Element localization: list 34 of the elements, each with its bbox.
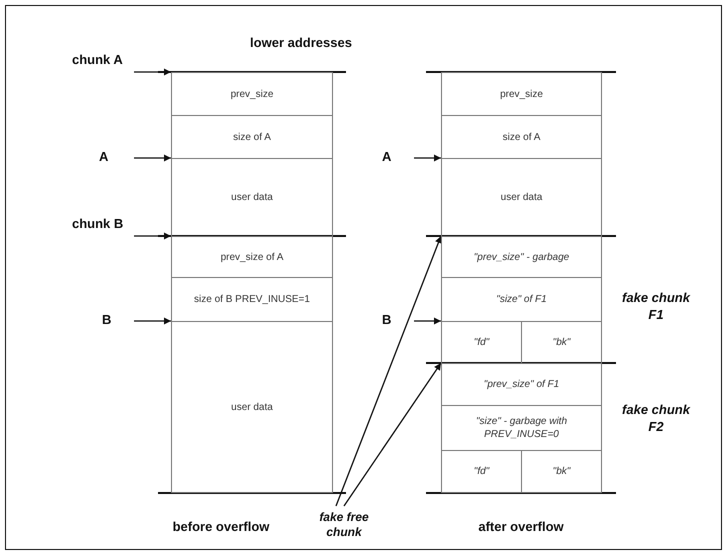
caption-text: lower addresses bbox=[249, 34, 353, 51]
arrow bbox=[335, 236, 442, 506]
memory-field: size of B PREV_INUSE=1 bbox=[171, 277, 333, 322]
memory-field: "prev_size" - garbage bbox=[441, 236, 602, 278]
memory-field: prev_size bbox=[171, 72, 333, 116]
memory-field: "fd" bbox=[441, 450, 522, 493]
arrow bbox=[343, 362, 442, 506]
caption-text: fake chunk F2 bbox=[621, 401, 692, 435]
memory-field: user data bbox=[441, 158, 602, 237]
pointer-label: chunk A bbox=[72, 52, 123, 67]
memory-field: user data bbox=[171, 158, 333, 237]
caption-text: after overflow bbox=[477, 518, 565, 535]
caption-text: fake chunk F1 bbox=[621, 289, 692, 323]
arrow bbox=[134, 154, 171, 162]
arrow bbox=[134, 318, 171, 324]
arrow bbox=[134, 232, 171, 240]
pointer-label: A bbox=[382, 149, 392, 164]
memory-field: prev_size bbox=[441, 72, 602, 116]
memory-field: "prev_size" of F1 bbox=[441, 363, 602, 406]
pointer-label: chunk B bbox=[72, 216, 124, 231]
arrow bbox=[134, 68, 171, 76]
caption-text: before overflow bbox=[172, 518, 270, 535]
memory-field: prev_size of A bbox=[171, 236, 333, 278]
memory-field: user data bbox=[171, 321, 333, 493]
arrow bbox=[414, 318, 441, 324]
pointer-label: B bbox=[102, 312, 112, 327]
memory-field: "size" of F1 bbox=[441, 277, 602, 322]
memory-field: "bk" bbox=[521, 450, 602, 493]
memory-field: size of A bbox=[441, 115, 602, 159]
memory-field: size of A bbox=[171, 115, 333, 159]
memory-field: "size" - garbage with PREV_INUSE=0 bbox=[441, 405, 602, 451]
pointer-label: B bbox=[382, 312, 392, 327]
pointer-label: A bbox=[99, 149, 108, 164]
arrow bbox=[414, 154, 441, 162]
